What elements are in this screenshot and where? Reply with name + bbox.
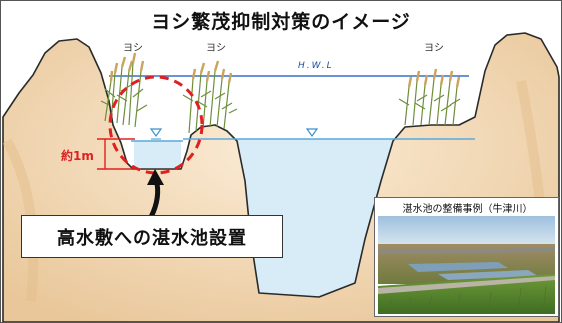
depth-label: 約1m [61,149,94,163]
arrow-to-pond [147,169,164,220]
pond-water [134,141,181,168]
photo-caption: 湛水池の整備事例（牛津川） [402,204,533,215]
reed-illustration-middle [182,60,238,134]
diagram-title: ヨシ繁茂抑制対策のイメージ [151,11,411,33]
reed-illustration-right [398,68,461,126]
reed-label-right: ヨシ [424,43,444,54]
reed-label-middle: ヨシ [206,43,226,54]
highlight-dashed-circle [108,75,204,175]
hwl-label: H.W.L [298,61,334,71]
example-photo-panel: 湛水池の整備事例（牛津川） [374,197,559,317]
reed-label-left: ヨシ [123,43,143,54]
depth-marker [97,138,135,170]
callout-text: 高水敷への湛水池設置 [57,227,247,249]
callout-box: 高水敷への湛水池設置 [21,215,283,258]
water-level-marker-river [305,128,319,138]
reed-illustration-left [100,52,148,128]
example-photo [378,216,555,314]
water-level-marker-pond [149,128,163,140]
